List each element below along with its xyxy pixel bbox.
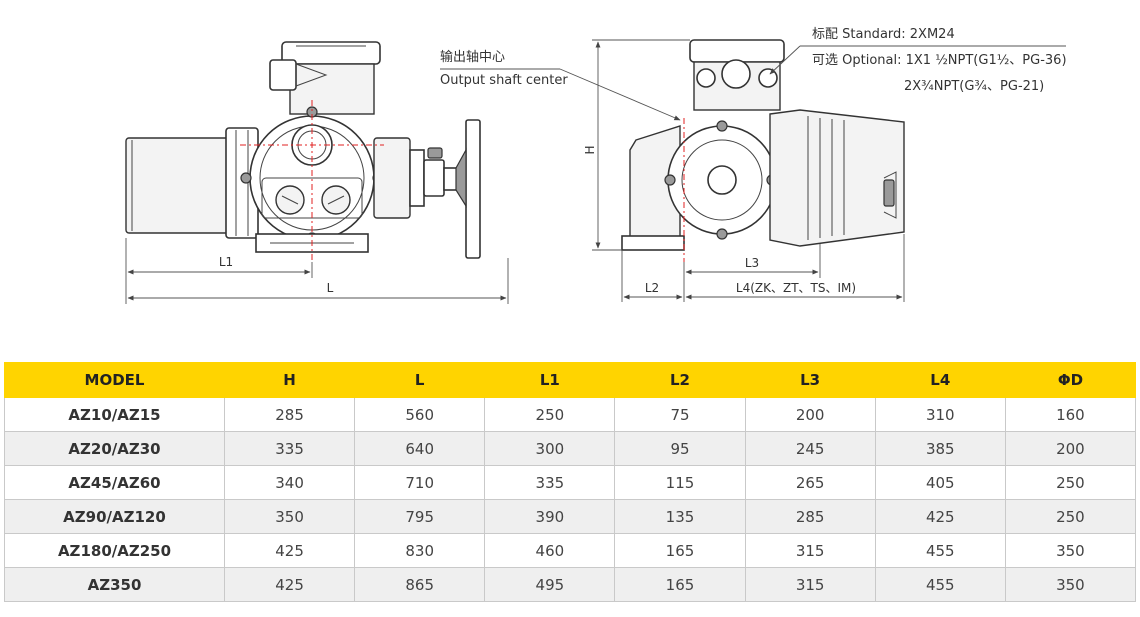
cell: 425 — [874, 499, 1006, 534]
cell: 385 — [874, 431, 1006, 466]
cell: 350 — [1004, 533, 1137, 568]
output-shaft-bore — [707, 165, 737, 195]
cell: 245 — [744, 431, 876, 466]
header-h: H — [223, 362, 356, 398]
header-l3: L3 — [744, 362, 876, 398]
cell-model: AZ45/AZ60 — [4, 465, 225, 500]
cell: 160 — [1004, 397, 1137, 432]
cell: 285 — [223, 397, 356, 432]
cell: 75 — [614, 397, 746, 432]
dim-l2-label: L2 — [645, 281, 659, 295]
dim-l3-label: L3 — [745, 256, 759, 270]
cell: 135 — [614, 499, 746, 534]
table-row: AZ350 425 865 495 165 315 455 350 — [4, 567, 1137, 602]
cell: 285 — [744, 499, 876, 534]
standard-entry-label: 标配 Standard: 2XM24 — [812, 27, 955, 42]
cell: 335 — [223, 431, 356, 466]
cable-entry-right — [758, 68, 778, 88]
cell: 165 — [614, 567, 746, 602]
cell: 315 — [744, 533, 876, 568]
dim-l4-label: L4(ZK、ZT、TS、IM) — [736, 281, 856, 295]
cell: 200 — [1004, 431, 1137, 466]
cell: 200 — [744, 397, 876, 432]
front-view — [125, 41, 481, 262]
header-l4: L4 — [874, 362, 1006, 398]
cell: 455 — [874, 567, 1006, 602]
dim-l-label: L — [327, 281, 334, 295]
cell-model: AZ10/AZ15 — [4, 397, 225, 432]
cell: 455 — [874, 533, 1006, 568]
header-diameter: ΦD — [1004, 362, 1137, 398]
output-shaft-label-cn: 输出轴中心 — [440, 49, 505, 65]
cell: 865 — [354, 567, 486, 602]
cell: 350 — [223, 499, 356, 534]
table-row: AZ90/AZ120 350 795 390 135 285 425 250 — [4, 499, 1137, 534]
cell-model: AZ180/AZ250 — [4, 533, 225, 568]
callouts: 输出轴中心 Output shaft center 标配 Standard: 2… — [440, 27, 1067, 121]
dim-h-label: H — [583, 145, 597, 154]
cell: 95 — [614, 431, 746, 466]
cell: 495 — [484, 567, 616, 602]
cell: 250 — [1004, 499, 1137, 534]
cell: 315 — [744, 567, 876, 602]
cell: 460 — [484, 533, 616, 568]
header-model: MODEL — [4, 362, 225, 398]
side-base — [621, 235, 685, 251]
header-l1: L1 — [484, 362, 616, 398]
cell: 560 — [354, 397, 486, 432]
side-top-cover — [689, 39, 785, 63]
cell-model: AZ90/AZ120 — [4, 499, 225, 534]
cell: 830 — [354, 533, 486, 568]
cell-model: AZ20/AZ30 — [4, 431, 225, 466]
cell: 250 — [1004, 465, 1137, 500]
cable-entry-center — [721, 59, 751, 89]
cell: 300 — [484, 431, 616, 466]
cell: 310 — [874, 397, 1006, 432]
cell-model: AZ350 — [4, 567, 225, 602]
optional-entry-label-2: 2X¾NPT(G¾、PG-21) — [904, 79, 1044, 94]
table-row: AZ10/AZ15 285 560 250 75 200 310 160 — [4, 397, 1137, 432]
cell: 250 — [484, 397, 616, 432]
cell: 115 — [614, 465, 746, 500]
cell: 390 — [484, 499, 616, 534]
side-view — [621, 39, 905, 262]
cell: 350 — [1004, 567, 1137, 602]
cell: 640 — [354, 431, 486, 466]
actuator-dimension-drawing: L1 L H — [125, 27, 1067, 304]
cell: 710 — [354, 465, 486, 500]
cell: 165 — [614, 533, 746, 568]
header-l2: L2 — [614, 362, 746, 398]
header-l: L — [354, 362, 486, 398]
top-cover — [281, 41, 381, 65]
cell: 335 — [484, 465, 616, 500]
front-dimensions: L1 L — [125, 238, 509, 304]
cell: 795 — [354, 499, 486, 534]
cell: 340 — [223, 465, 356, 500]
gear-housing — [373, 137, 411, 219]
terminal-box — [289, 63, 375, 115]
motor-body — [125, 137, 237, 234]
cell: 425 — [223, 567, 356, 602]
cell: 265 — [744, 465, 876, 500]
cable-entry-left — [696, 68, 716, 88]
table-row: AZ180/AZ250 425 830 460 165 315 455 350 — [4, 533, 1137, 568]
cell: 425 — [223, 533, 356, 568]
table-row: AZ45/AZ60 340 710 335 115 265 405 250 — [4, 465, 1137, 500]
dimension-table: MODEL H L L1 L2 L3 L4 ΦD AZ10/AZ15 285 5… — [4, 362, 1137, 602]
side-motor — [769, 109, 905, 247]
optional-entry-label-1: 可选 Optional: 1X1 ½NPT(G1½、PG-36) — [812, 53, 1067, 68]
table-row: AZ20/AZ30 335 640 300 95 245 385 200 — [4, 431, 1137, 466]
cell: 405 — [874, 465, 1006, 500]
table-header-row: MODEL H L L1 L2 L3 L4 ΦD — [4, 362, 1137, 398]
side-dimensions: H L3 L2 L4(ZK、ZT、TS、IM) — [583, 39, 905, 302]
dim-l1-label: L1 — [219, 255, 233, 269]
handwheel — [465, 119, 481, 259]
output-shaft-label-en: Output shaft center — [440, 73, 568, 88]
